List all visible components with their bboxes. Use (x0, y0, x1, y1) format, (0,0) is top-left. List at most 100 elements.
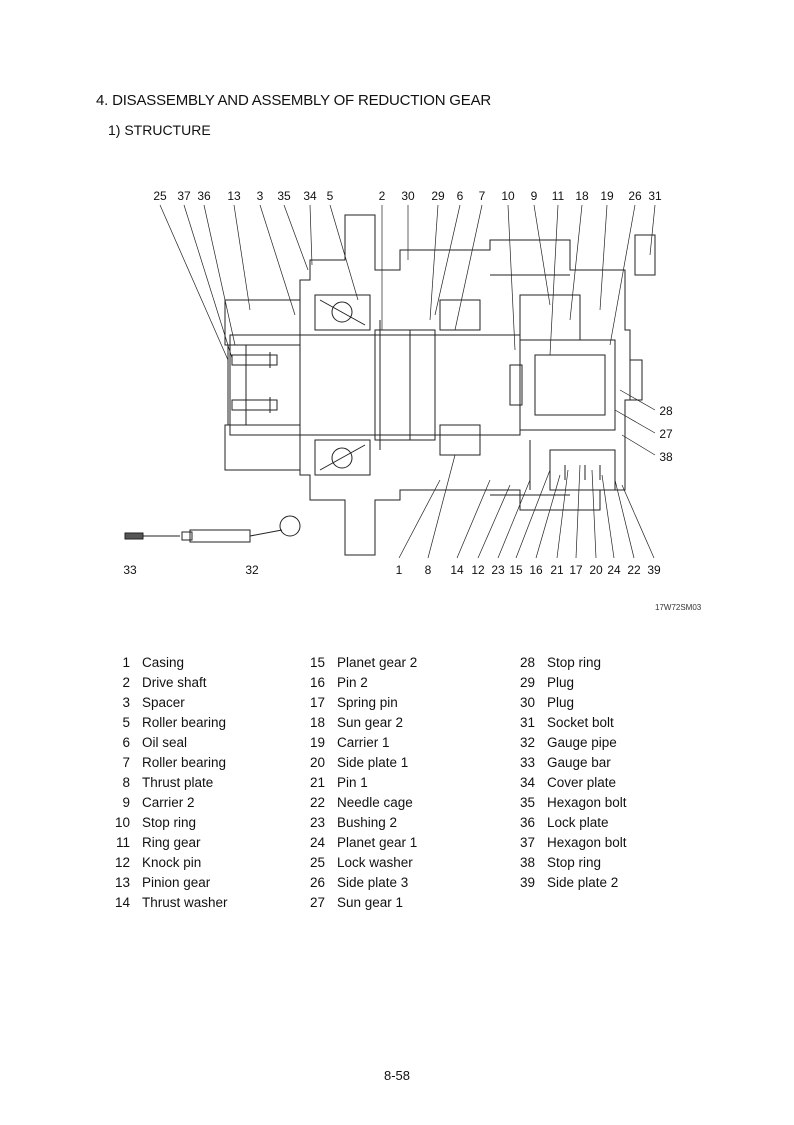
part-name: Side plate 2 (547, 875, 619, 890)
part-number: 24 (309, 835, 325, 850)
part-name: Knock pin (142, 855, 202, 870)
section-subtitle: 1) STRUCTURE (108, 122, 211, 138)
part-name: Hexagon bolt (547, 795, 627, 810)
callout-23: 23 (491, 563, 505, 577)
part-row: 10 Stop ring (108, 813, 308, 833)
part-number: 3 (122, 695, 130, 710)
part-row: 22 Needle cage (303, 793, 503, 813)
callout-18: 18 (575, 189, 589, 203)
part-number: 14 (114, 895, 130, 910)
part-name: Gauge pipe (547, 735, 617, 750)
part-number: 2 (122, 675, 130, 690)
part-number: 22 (309, 795, 325, 810)
part-number: 33 (519, 755, 535, 770)
part-number: 6 (122, 735, 130, 750)
part-number: 21 (309, 775, 325, 790)
part-name: Planet gear 2 (337, 655, 418, 670)
part-name: Planet gear 1 (337, 835, 418, 850)
part-number: 26 (309, 875, 325, 890)
callout-34: 34 (303, 189, 317, 203)
callout-32: 32 (245, 563, 259, 577)
part-name: Stop ring (547, 655, 602, 670)
part-number: 7 (122, 755, 130, 770)
part-name: Thrust plate (142, 775, 214, 790)
drawing-code: 17W72SM03 (655, 603, 702, 612)
part-name: Ring gear (142, 835, 201, 850)
part-number: 5 (122, 715, 130, 730)
part-name: Socket bolt (547, 715, 614, 730)
callout-14: 14 (450, 563, 464, 577)
callout-12: 12 (471, 563, 485, 577)
callout-35: 35 (277, 189, 291, 203)
part-number: 39 (519, 875, 535, 890)
part-row: 1 Casing (108, 653, 308, 673)
callout-11: 11 (552, 189, 565, 203)
part-number: 1 (122, 655, 130, 670)
callout-39: 39 (647, 563, 661, 577)
part-number: 23 (309, 815, 325, 830)
part-number: 8 (122, 775, 130, 790)
callout-31: 31 (648, 189, 662, 203)
callout-33: 33 (123, 563, 137, 577)
callout-2: 2 (379, 189, 386, 203)
callout-38: 38 (659, 450, 673, 464)
part-number: 38 (519, 855, 535, 870)
part-name: Stop ring (142, 815, 197, 830)
callout-37: 37 (177, 189, 191, 203)
part-number: 15 (309, 655, 325, 670)
callout-1: 1 (396, 563, 403, 577)
part-row: 28 Stop ring (513, 653, 713, 673)
part-row: 15 Planet gear 2 (303, 653, 503, 673)
callout-7: 7 (479, 189, 486, 203)
part-number: 10 (114, 815, 130, 830)
part-name: Needle cage (337, 795, 413, 810)
part-number: 28 (519, 655, 535, 670)
part-name: Plug (547, 675, 575, 690)
part-row: 8 Thrust plate (108, 773, 308, 793)
part-number: 17 (309, 695, 325, 710)
part-number: 9 (122, 795, 130, 810)
part-name: Oil seal (142, 735, 188, 750)
part-row: 26 Side plate 3 (303, 873, 503, 893)
part-name: Spacer (142, 695, 185, 710)
callout-21: 21 (550, 563, 564, 577)
part-name: Cover plate (547, 775, 617, 790)
callout-24: 24 (607, 563, 621, 577)
page-title: 4. DISASSEMBLY AND ASSEMBLY OF REDUCTION… (96, 92, 492, 109)
part-row: 39 Side plate 2 (513, 873, 713, 893)
callout-3: 3 (257, 189, 264, 203)
part-name: Gauge bar (547, 755, 611, 770)
part-number: 31 (519, 715, 535, 730)
part-name: Casing (142, 655, 185, 670)
page-number: 8-58 (383, 1068, 411, 1083)
callout-15: 15 (509, 563, 523, 577)
callout-26: 26 (628, 189, 642, 203)
part-name: Sun gear 1 (337, 895, 404, 910)
part-name: Pinion gear (142, 875, 211, 890)
part-number: 25 (309, 855, 325, 870)
part-number: 30 (519, 695, 535, 710)
part-name: Side plate 3 (337, 875, 409, 890)
callout-17: 17 (569, 563, 583, 577)
callout-25: 25 (153, 189, 167, 203)
callout-16: 16 (529, 563, 543, 577)
